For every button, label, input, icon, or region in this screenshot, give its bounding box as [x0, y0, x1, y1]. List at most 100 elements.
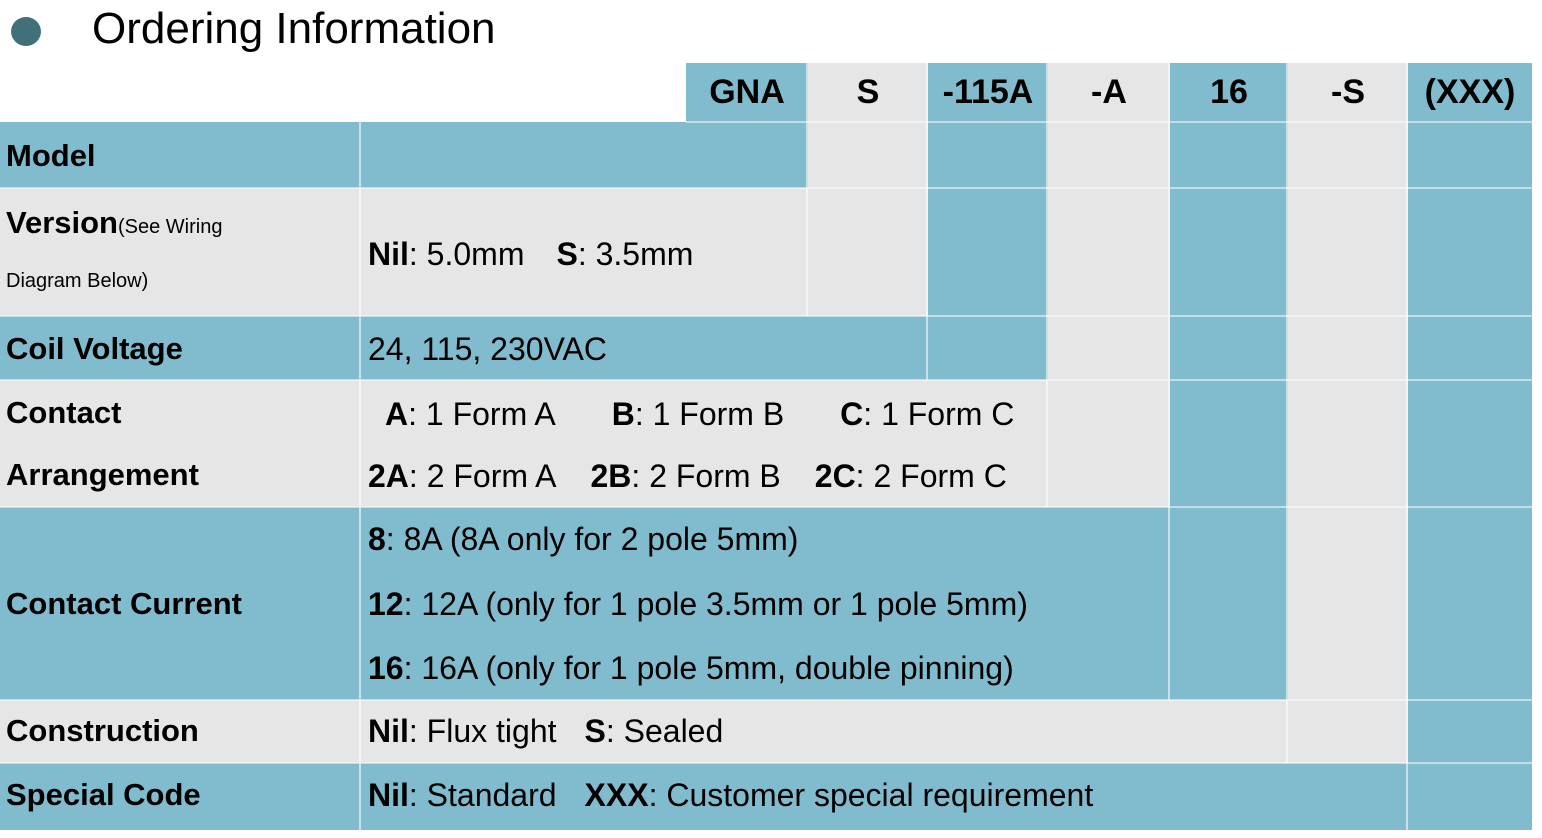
arr-code-c: C [840, 396, 864, 432]
header-fill-a [1048, 63, 1170, 122]
row-fill-coil-c6 [1288, 316, 1408, 380]
row-label-construction: Construction [6, 713, 199, 748]
row-label-arrangement: Arrangement [6, 457, 199, 492]
divider-row-arrangement [0, 506, 1532, 508]
header-fill-gna [686, 63, 808, 122]
current-desc-16: : 16A (only for 1 pole 5mm, double pinni… [403, 650, 1014, 686]
row-fill-model-c5 [1170, 122, 1288, 188]
construction-code-s: S [584, 713, 606, 749]
row-fill-version-left [0, 188, 928, 316]
special-desc-xxx: : Customer special requirement [648, 777, 1094, 813]
arr-desc-a: : 1 Form A [408, 396, 556, 432]
page-title: Ordering Information [92, 4, 496, 53]
version-desc-nil: : 5.0mm [408, 236, 525, 272]
part-code-16: 16 [1210, 73, 1248, 111]
divider-col3 [1046, 63, 1048, 507]
special-code-xxx: XXX [584, 777, 649, 813]
row-fill-model-c2 [808, 122, 928, 188]
row-fill-model-c4 [1048, 122, 1170, 188]
title-bar: Ordering Information [0, 0, 1542, 60]
row-fill-version-c3 [928, 188, 1048, 316]
row-fill-construction-left [0, 700, 1408, 763]
row-value-coil-voltage: 24, 115, 230VAC [368, 331, 607, 367]
row-fill-version-c5 [1170, 188, 1288, 316]
header-fill-xxx [1408, 63, 1532, 122]
part-code-gna: GNA [709, 73, 785, 111]
construction-code-nil: Nil [368, 713, 409, 749]
row-fill-model-left [0, 122, 808, 188]
row-fill-current-left [0, 507, 1288, 700]
current-code-16: 16 [368, 650, 404, 686]
row-value-current-16: 16: 16A (only for 1 pole 5mm, double pin… [368, 650, 1014, 687]
row-value-current-12: 12: 12A (only for 1 pole 3.5mm or 1 pole… [368, 586, 1028, 623]
divider-col1 [806, 63, 808, 316]
arr-code-b: B [611, 396, 635, 432]
arr-desc-2a: : 2 Form A [408, 458, 557, 494]
row-fill-special-left [0, 763, 1532, 830]
special-code-nil: Nil [368, 777, 409, 813]
divider-col2 [926, 63, 928, 380]
row-label-model: Model [6, 138, 96, 173]
arr-code-2a: 2A [368, 458, 409, 494]
row-fill-current-c6 [1288, 507, 1408, 700]
divider-col6 [1406, 63, 1408, 830]
row-fill-version-c7 [1408, 188, 1532, 316]
arr-desc-b: : 1 Form B [634, 396, 785, 432]
row-label-special-code: Special Code [6, 777, 201, 812]
row-fill-arrangement-left [0, 380, 1170, 507]
arr-code-2b: 2B [590, 458, 632, 494]
row-fill-version-c4 [1048, 188, 1170, 316]
row-fill-arrangement-c5 [1170, 380, 1288, 507]
header-fill-s [808, 63, 928, 122]
row-value-special-code: Nil: Standard XXX: Customer special requi… [368, 777, 1093, 814]
part-code-a: -A [1091, 73, 1127, 111]
arr-desc-2b: : 2 Form B [631, 458, 781, 494]
row-fill-coil-c4 [1048, 316, 1170, 380]
row-fill-arrangement-c6 [1288, 380, 1408, 507]
version-desc-s: : 3.5mm [577, 236, 694, 272]
row-value-current-8: 8: 8A (8A only for 2 pole 5mm) [368, 521, 798, 558]
row-label-version-sub1: (See Wiring [118, 216, 223, 238]
header-fill-16 [1170, 63, 1288, 122]
version-code-s: S [556, 236, 578, 272]
current-code-12: 12 [368, 586, 404, 622]
part-code-xxx: (XXX) [1424, 73, 1516, 111]
current-code-8: 8 [368, 521, 386, 557]
header-fill-s2 [1288, 63, 1408, 122]
arr-desc-2c: : 2 Form C [855, 458, 1007, 494]
row-fill-coil-left [0, 316, 1048, 380]
row-fill-arrangement-c7 [1408, 380, 1532, 507]
special-desc-nil: : Standard [408, 777, 557, 813]
part-code-s2: -S [1331, 73, 1365, 111]
current-desc-8: : 8A (8A only for 2 pole 5mm) [385, 521, 799, 557]
current-desc-12: : 12A (only for 1 pole 3.5mm or 1 pole 5… [403, 586, 1028, 622]
row-fill-construction-c7 [1408, 700, 1532, 763]
divider-row-construction [0, 762, 1532, 764]
row-fill-model-c6 [1288, 122, 1408, 188]
header-fill-115a [928, 63, 1048, 122]
row-fill-coil-c7 [1408, 316, 1532, 380]
divider-row-header [686, 121, 1532, 123]
row-fill-model-c3 [928, 122, 1048, 188]
part-code-115a: -115A [942, 73, 1034, 111]
construction-desc-nil: : Flux tight [408, 713, 557, 749]
divider-row-model [0, 187, 1532, 189]
divider-col4 [1168, 63, 1170, 700]
part-code-s: S [856, 73, 880, 111]
bullet-dot-icon [11, 17, 41, 46]
row-label-contact: Contact [6, 395, 122, 430]
row-label-version-sub2: Diagram Below) [6, 270, 149, 292]
divider-row-current [0, 699, 1532, 701]
row-fill-version-c6 [1288, 188, 1408, 316]
divider-col5 [1286, 63, 1288, 763]
row-value-version: Nil: 5.0mm S: 3.5mm [368, 236, 693, 273]
arr-desc-c: : 1 Form C [863, 396, 1015, 432]
row-label-coil-voltage: Coil Voltage [6, 331, 183, 366]
version-code-nil: Nil [368, 236, 409, 272]
divider-label-column [359, 122, 361, 830]
divider-row-coil [0, 379, 1532, 381]
row-label-version-main: Version [6, 205, 118, 240]
